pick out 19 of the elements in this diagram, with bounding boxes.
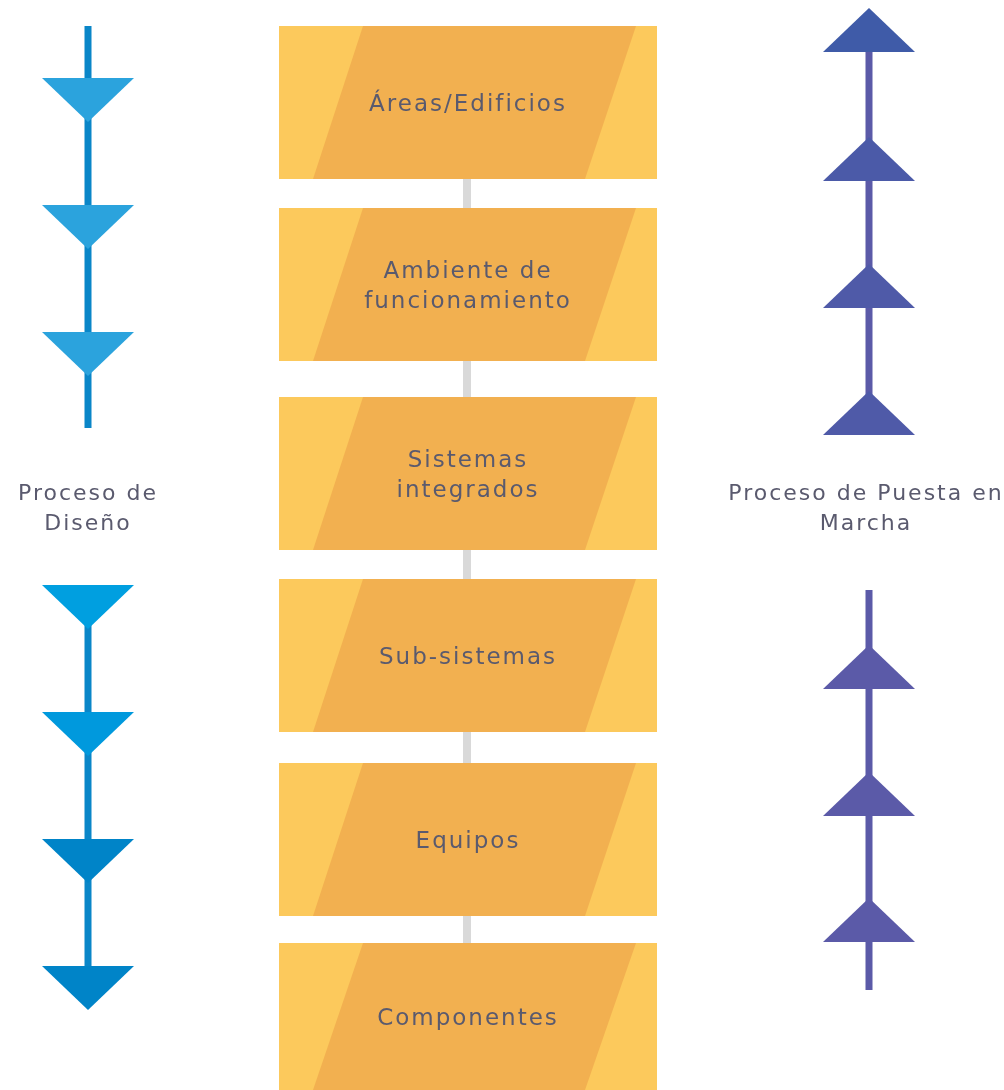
connector-line	[463, 550, 471, 579]
box-label: Sub-sistemas	[377, 641, 559, 671]
connector-line	[463, 732, 471, 763]
process-label: Proceso de Puesta en Marcha	[728, 479, 1004, 537]
process-box	[279, 26, 657, 179]
connector-line	[463, 179, 471, 208]
process-box	[279, 943, 657, 1090]
box-label: Áreas/Edificios	[368, 88, 568, 118]
box-label: Componentes	[376, 1002, 560, 1032]
box-label: Sistemas integrados	[395, 444, 541, 504]
process-box	[279, 208, 657, 361]
process-box	[279, 397, 657, 550]
box-label: Equipos	[414, 825, 522, 855]
connector-line	[463, 916, 471, 943]
process-box	[279, 763, 657, 916]
connector-line	[463, 361, 471, 397]
box-label: Ambiente de funcionamiento	[363, 255, 573, 315]
process-label: Proceso de Diseño	[17, 479, 159, 537]
process-box	[279, 579, 657, 732]
